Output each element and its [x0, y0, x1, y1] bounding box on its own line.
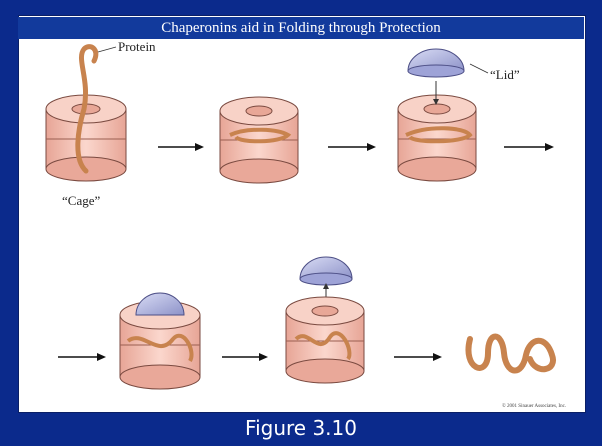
copyright-text: © 2001 Sinauer Associates, Inc. [502, 403, 566, 409]
arrow-6 [394, 353, 442, 361]
arrow-4 [58, 353, 106, 361]
arrow-3 [504, 143, 554, 151]
cage-stage-1 [46, 47, 126, 181]
figure-caption: Figure 3.10 [0, 413, 602, 443]
cage-stage-2 [220, 97, 298, 183]
slide-title: Chaperonins aid in Folding through Prote… [18, 17, 584, 39]
protein-label: Protein [118, 39, 156, 54]
folded-protein [468, 337, 553, 371]
lid-stage-3 [408, 49, 464, 77]
cage-stage-3 [398, 95, 476, 181]
chaperonin-diagram: Protein “Cage” “Lid” [18, 39, 584, 411]
cage-label: “Cage” [62, 193, 100, 208]
capped-cage-stage-4 [120, 293, 200, 389]
arrow-1 [158, 143, 204, 151]
arrow-5 [222, 353, 268, 361]
lid-stage-5 [300, 257, 352, 285]
cage-stage-5 [286, 297, 364, 383]
lid-label: “Lid” [490, 67, 520, 82]
arrow-2 [328, 143, 376, 151]
